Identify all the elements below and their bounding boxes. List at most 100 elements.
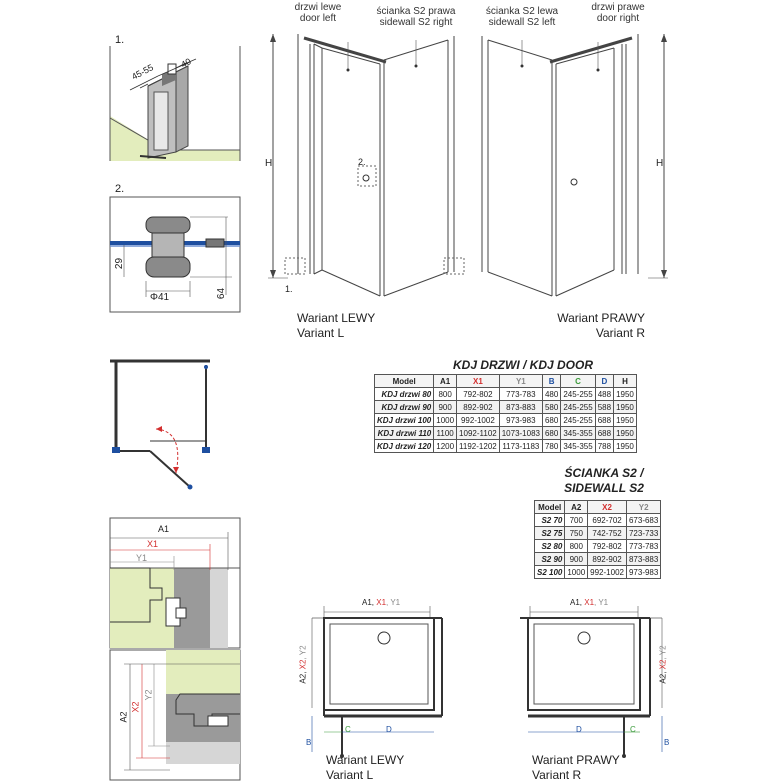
dim-phi41: Φ41 bbox=[150, 292, 170, 303]
door-table-cell: 1200 bbox=[433, 439, 458, 453]
detail-2-connector-drawing bbox=[109, 196, 241, 313]
wall-table-title: ŚCIANKA S2 /SIDEWALL S2 bbox=[564, 466, 644, 495]
door-table-header-3: Y1 bbox=[498, 374, 543, 388]
door-table-cell: 1950 bbox=[613, 426, 637, 440]
door-table-header-2: X1 bbox=[456, 374, 500, 388]
door-table-cell: 245-255 bbox=[560, 387, 596, 401]
door-table-cell: KDJ drzwi 120 bbox=[373, 439, 435, 453]
dim-h-right: H bbox=[656, 158, 664, 169]
door-table-cell: 800 bbox=[433, 387, 458, 401]
door-table-cell: 1100 bbox=[433, 426, 458, 440]
wall-table-cell: 900 bbox=[564, 552, 589, 566]
door-table-cell: 900 bbox=[433, 400, 458, 414]
door-table-cell: 245-255 bbox=[560, 413, 596, 427]
detail-1-profile-drawing bbox=[109, 46, 241, 161]
dim-64: 64 bbox=[216, 287, 228, 300]
step-1-label: 1. bbox=[115, 34, 125, 46]
door-table-cell: 680 bbox=[541, 426, 562, 440]
detail-dim-y2: Y2 bbox=[143, 689, 154, 701]
wall-table-cell: S2 70 bbox=[533, 513, 566, 527]
door-table-cell: 1192-1202 bbox=[456, 439, 500, 453]
step-2-label: 2. bbox=[115, 183, 125, 195]
detail-dim-a2: A2 bbox=[118, 711, 129, 723]
door-table-cell: 973-983 bbox=[498, 413, 543, 427]
door-table-cell: 688 bbox=[594, 413, 615, 427]
detail-dim-y1: Y1 bbox=[136, 553, 148, 563]
door-table-cell: 992-1002 bbox=[456, 413, 500, 427]
wall-table-cell: 992-1002 bbox=[587, 565, 627, 579]
door-table-cell: 1950 bbox=[613, 387, 637, 401]
plan-left-dim-d: D bbox=[386, 725, 392, 734]
elevation-variant-right bbox=[481, 34, 668, 297]
door-table-cell: 1950 bbox=[613, 439, 637, 453]
detail-dim-x2: X2 bbox=[130, 701, 141, 713]
plan-view-door-swing bbox=[110, 359, 210, 490]
plan-left-dims-top: A1, X1, Y1 bbox=[362, 598, 401, 607]
plan-right-dims-top: A1, X1, Y1 bbox=[570, 598, 609, 607]
elevation-variant-left bbox=[268, 34, 465, 297]
detail-a1-x1-y1 bbox=[109, 517, 241, 649]
wall-table-cell: S2 80 bbox=[533, 539, 566, 553]
door-table-cell: 773-783 bbox=[498, 387, 543, 401]
door-table-cell: 680 bbox=[541, 413, 562, 427]
door-table-cell: 480 bbox=[541, 387, 562, 401]
door-table-header-1: A1 bbox=[433, 374, 458, 388]
wall-table-cell: 742-752 bbox=[587, 526, 627, 540]
wall-table-header-2: X2 bbox=[587, 500, 627, 514]
plan-left-dim-c: C bbox=[345, 725, 351, 734]
dim-29: 29 bbox=[114, 257, 126, 270]
door-table-cell: 1073-1083 bbox=[498, 426, 543, 440]
door-table-cell: KDJ drzwi 80 bbox=[373, 387, 435, 401]
wall-table-cell: 673-683 bbox=[625, 513, 662, 527]
detail-dim-a1: A1 bbox=[158, 524, 170, 534]
door-table-cell: 1950 bbox=[613, 400, 637, 414]
plan-left-dims-side: A2, X2, Y2 bbox=[298, 645, 308, 684]
door-table-cell: 873-883 bbox=[498, 400, 543, 414]
wall-table-cell: S2 100 bbox=[533, 565, 566, 579]
door-table-cell: 688 bbox=[594, 426, 615, 440]
plan-right-dim-b: B bbox=[664, 738, 670, 747]
callout-1-left: 1. bbox=[285, 284, 293, 294]
door-table-title: KDJ DRZWI / KDJ DOOR bbox=[452, 358, 593, 372]
door-table-cell: 1950 bbox=[613, 413, 637, 427]
wall-table-cell: 692-702 bbox=[587, 513, 627, 527]
plan-variant-left bbox=[311, 606, 443, 758]
wall-table-cell: 873-883 bbox=[625, 552, 662, 566]
wall-table-cell: 1000 bbox=[564, 565, 589, 579]
door-table-cell: 345-355 bbox=[560, 426, 596, 440]
wall-table-cell: 973-983 bbox=[625, 565, 662, 579]
wall-table-cell: 892-902 bbox=[587, 552, 627, 566]
wall-table-cell: 792-802 bbox=[587, 539, 627, 553]
door-table-cell: 1173-1183 bbox=[498, 439, 543, 453]
door-table-cell: 1000 bbox=[433, 413, 458, 427]
wall-table-cell: S2 90 bbox=[533, 552, 566, 566]
dim-h-left: H bbox=[265, 158, 273, 169]
door-table-cell: KDJ drzwi 90 bbox=[373, 400, 435, 414]
wall-table-header-1: A2 bbox=[564, 500, 589, 514]
wall-table-header-0: Model bbox=[533, 500, 566, 514]
door-table-cell: 780 bbox=[541, 439, 562, 453]
wall-table-cell: 750 bbox=[564, 526, 589, 540]
door-table-header-7: H bbox=[613, 374, 637, 388]
callout-2-left: 2. bbox=[358, 157, 366, 167]
door-table-cell: 588 bbox=[594, 400, 615, 414]
door-table-cell: 245-255 bbox=[560, 400, 596, 414]
wall-table-cell: S2 75 bbox=[533, 526, 566, 540]
